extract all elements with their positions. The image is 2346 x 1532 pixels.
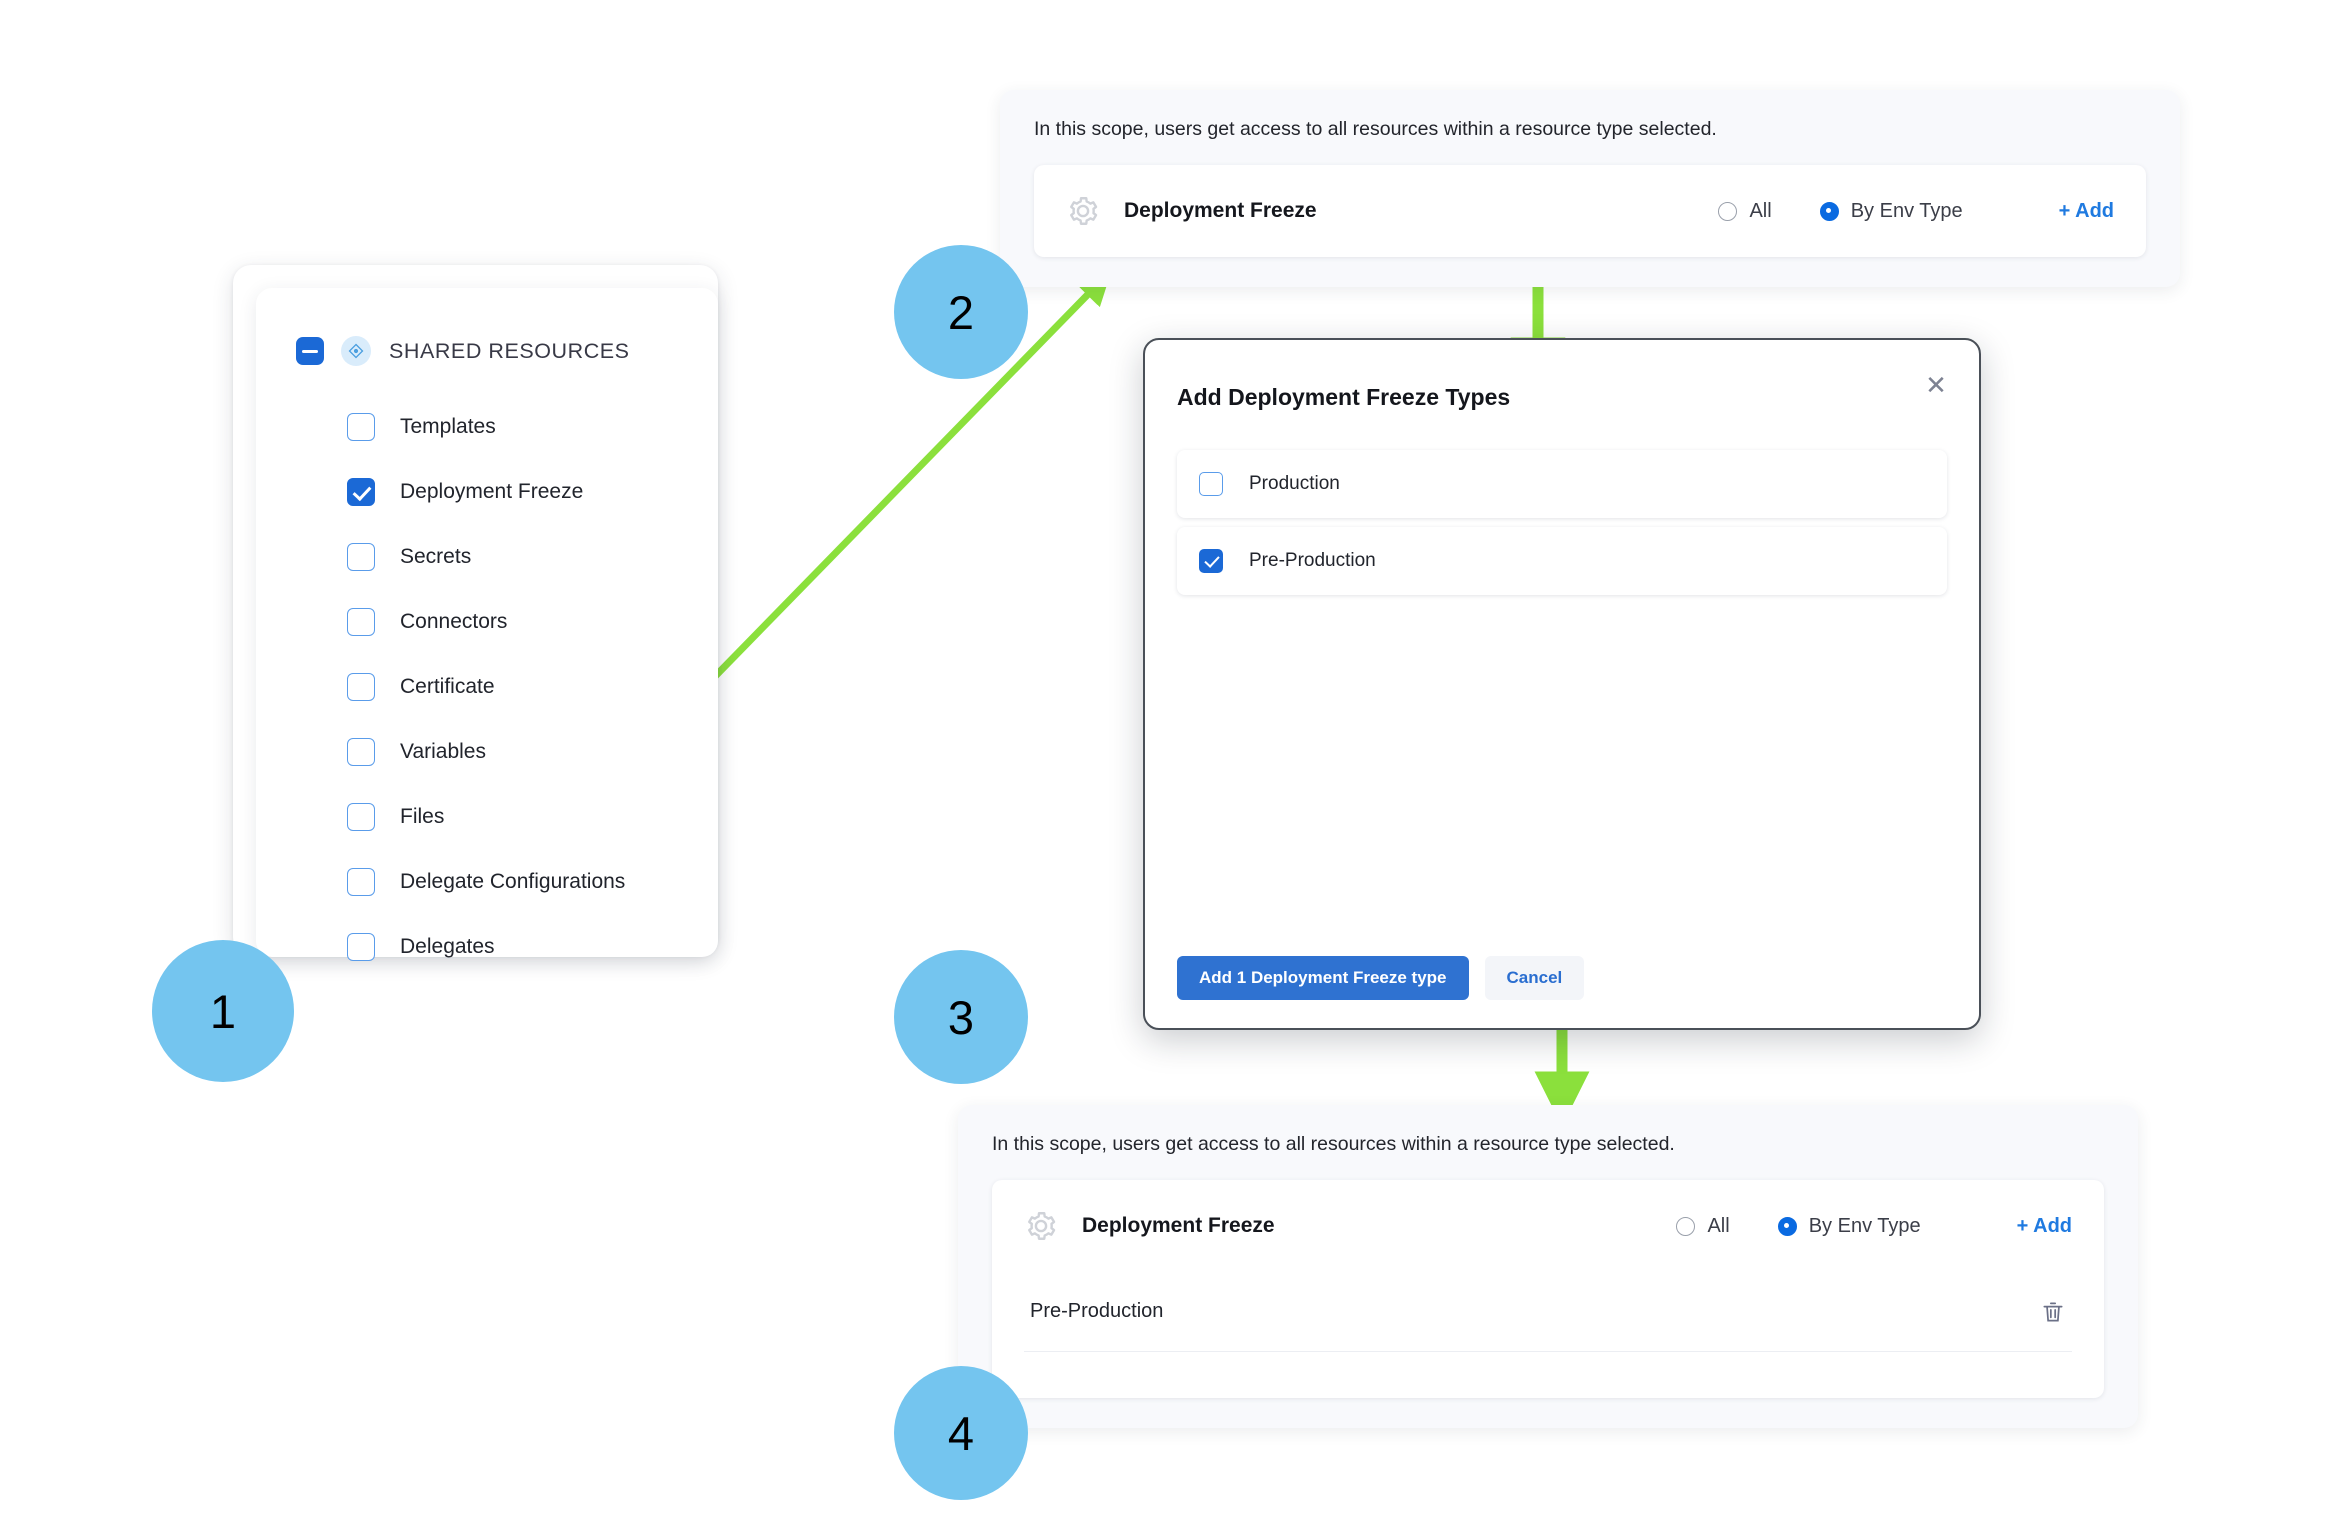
scope-radio-group: All By Env Type xyxy=(1670,199,1963,223)
shared-resources-list: Templates Deployment Freeze Secrets Conn… xyxy=(256,394,718,979)
scope-panel-before: In this scope, users get access to all r… xyxy=(1000,90,2180,287)
list-item-label: Templates xyxy=(400,414,496,438)
checkbox-deployment-freeze[interactable] xyxy=(347,477,375,506)
card-bottom-pad xyxy=(1024,1352,2072,1398)
resource-type-row: Deployment Freeze All By Env Type + Add xyxy=(1024,1180,2072,1272)
shared-resources-card: SHARED RESOURCES Templates Deployment Fr… xyxy=(256,288,718,961)
radio-option-by-env-type[interactable]: By Env Type xyxy=(1777,1214,1921,1238)
tree-header-row[interactable]: SHARED RESOURCES xyxy=(256,334,718,368)
modal-options-list: Production Pre-Production xyxy=(1177,450,1947,604)
add-deployment-freeze-types-modal: Add Deployment Freeze Types ✕ Production… xyxy=(1143,338,1981,1030)
list-item-label: Deployment Freeze xyxy=(400,479,584,503)
step-bubble-2: 2 xyxy=(894,245,1028,379)
checkbox-delegates[interactable] xyxy=(347,932,375,961)
list-item-label: Files xyxy=(400,804,445,828)
radio-by-env-type[interactable] xyxy=(1819,201,1839,221)
gear-icon xyxy=(1028,1212,1056,1240)
list-item[interactable]: Pre-Production xyxy=(1177,527,1947,595)
checkbox-templates[interactable] xyxy=(347,412,375,441)
shared-resources-checkbox[interactable] xyxy=(296,337,324,365)
modal-title: Add Deployment Freeze Types xyxy=(1177,384,1511,410)
radio-all[interactable] xyxy=(1676,1216,1696,1236)
list-item[interactable]: Secrets xyxy=(256,524,718,589)
scope-panel-after: In this scope, users get access to all r… xyxy=(958,1105,2138,1428)
step-bubble-1: 1 xyxy=(152,940,294,1082)
resource-type-card: Deployment Freeze All By Env Type + Add … xyxy=(992,1180,2104,1398)
scope-note: In this scope, users get access to all r… xyxy=(1034,118,1717,140)
gear-icon xyxy=(1070,197,1098,225)
step-bubble-4: 4 xyxy=(894,1366,1028,1500)
add-button[interactable]: Add 1 Deployment Freeze type xyxy=(1177,956,1469,1000)
scope-radio-group: All By Env Type xyxy=(1628,1214,1921,1238)
modal-footer: Add 1 Deployment Freeze type Cancel xyxy=(1177,956,1585,1000)
list-item[interactable]: Templates xyxy=(256,394,718,459)
radio-by-env-type[interactable] xyxy=(1777,1216,1797,1236)
add-link[interactable]: + Add xyxy=(2058,199,2114,222)
list-item[interactable]: Files xyxy=(256,784,718,849)
radio-option-all[interactable]: All xyxy=(1676,1214,1730,1238)
checkbox-files[interactable] xyxy=(347,802,375,831)
list-item-label: Delegates xyxy=(400,934,495,958)
radio-label: By Env Type xyxy=(1850,199,1963,222)
list-item-label: Production xyxy=(1249,473,1340,494)
radio-option-by-env-type[interactable]: By Env Type xyxy=(1819,199,1963,223)
radio-all[interactable] xyxy=(1718,201,1738,221)
radio-label: By Env Type xyxy=(1808,1214,1921,1237)
step-bubble-3: 3 xyxy=(894,950,1028,1084)
tree-header-label: SHARED RESOURCES xyxy=(389,338,630,363)
diamond-badge-icon xyxy=(341,336,371,366)
list-item-label: Pre-Production xyxy=(1249,550,1376,571)
checkbox-variables[interactable] xyxy=(347,737,375,766)
resource-type-card: Deployment Freeze All By Env Type + Add xyxy=(1034,165,2146,257)
radio-option-all[interactable]: All xyxy=(1718,199,1772,223)
list-item-label: Variables xyxy=(400,739,486,763)
resource-type-row: Deployment Freeze All By Env Type + Add xyxy=(1066,165,2114,257)
checkbox-certificate[interactable] xyxy=(347,672,375,701)
arrow-1-to-2 xyxy=(689,269,1112,703)
list-item-label: Certificate xyxy=(400,674,495,698)
checkbox-secrets[interactable] xyxy=(347,542,375,571)
selected-env-label: Pre-Production xyxy=(1030,1300,1164,1322)
resource-type-name: Deployment Freeze xyxy=(1082,1214,1275,1237)
cancel-button[interactable]: Cancel xyxy=(1484,956,1585,1000)
trash-icon[interactable] xyxy=(2040,1299,2066,1325)
list-item[interactable]: Certificate xyxy=(256,654,718,719)
list-item[interactable]: Variables xyxy=(256,719,718,784)
close-icon[interactable]: ✕ xyxy=(1925,370,1947,400)
radio-label: All xyxy=(1707,1214,1730,1237)
add-link[interactable]: + Add xyxy=(2016,1214,2072,1237)
resource-type-name: Deployment Freeze xyxy=(1124,199,1317,222)
list-item-label: Secrets xyxy=(400,544,472,568)
checkbox-connectors[interactable] xyxy=(347,607,375,636)
checkbox-production[interactable] xyxy=(1199,472,1223,496)
list-item[interactable]: Deployment Freeze xyxy=(256,459,718,524)
list-item[interactable]: Connectors xyxy=(256,589,718,654)
list-item-label: Delegate Configurations xyxy=(400,869,626,893)
radio-label: All xyxy=(1749,199,1772,222)
list-item-label: Connectors xyxy=(400,609,508,633)
scope-note: In this scope, users get access to all r… xyxy=(992,1133,1675,1155)
list-item[interactable]: Production xyxy=(1177,450,1947,518)
list-item[interactable]: Delegates xyxy=(256,914,718,979)
selected-env-row: Pre-Production xyxy=(1024,1272,2072,1352)
list-item[interactable]: Delegate Configurations xyxy=(256,849,718,914)
checkbox-delegate-configurations[interactable] xyxy=(347,867,375,896)
checkbox-pre-production[interactable] xyxy=(1199,549,1223,573)
